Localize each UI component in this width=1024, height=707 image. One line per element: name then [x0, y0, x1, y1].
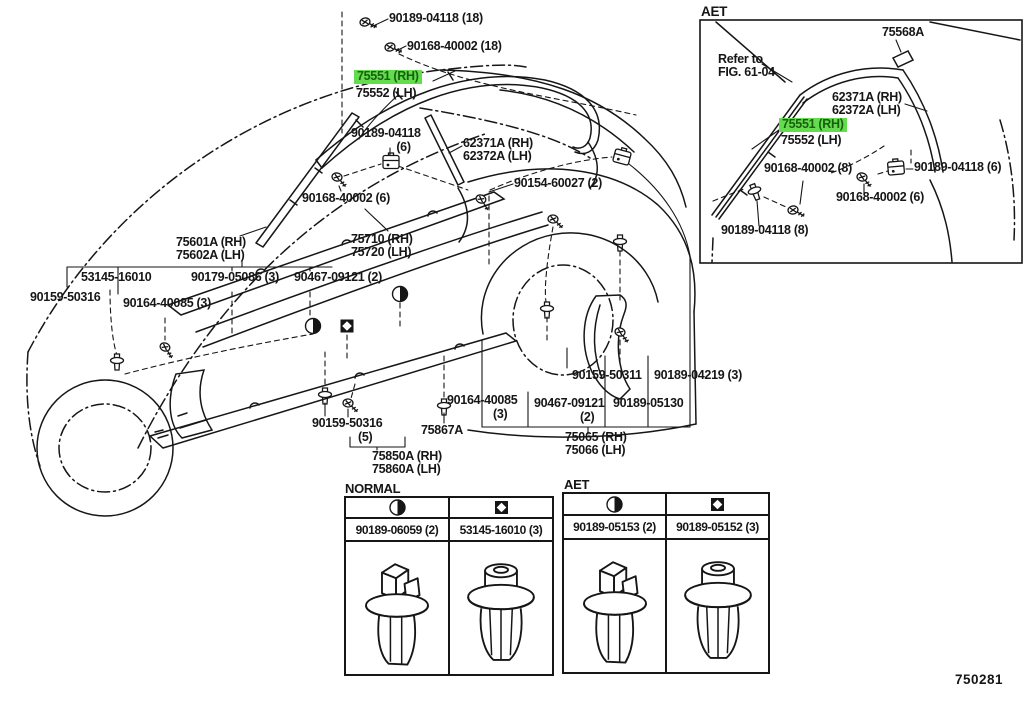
callout-90189-04219-3: 90189-04219 (3)	[654, 368, 742, 382]
callout-90189-05130: 90189-05130	[613, 396, 684, 410]
half-circle-icon	[564, 494, 665, 514]
part-number-cell: 90189-06059 (2)	[355, 522, 439, 537]
callout-90467-09121-2: 90467-09121 (2)	[294, 270, 382, 284]
anchor-clip-drawing	[564, 540, 665, 672]
inset-callout-90168-40002-6: 90168-40002 (6)	[836, 190, 924, 204]
callout-75710-rh: 75710 (RH)	[351, 232, 413, 246]
callout-53145-16010: 53145-16010	[81, 270, 152, 284]
callout-90164-40085-3b: 90164-40085(3)	[447, 393, 518, 421]
anchor-clip-drawing	[346, 542, 448, 674]
dashed-leader-lines	[109, 11, 637, 403]
aet-inset-title: AET	[701, 4, 732, 19]
part-number-cell: 53145-16010 (3)	[448, 519, 552, 540]
inset-callout-75568a: 75568A	[882, 25, 924, 39]
moulding-strips	[148, 71, 600, 449]
callout-90168-40002-18: 90168-40002 (18)	[407, 39, 502, 53]
callout-90467-09121-2b: 90467-09121(2)	[534, 396, 605, 424]
callout-75601a-rh: 75601A (RH)	[176, 235, 246, 249]
callout-90159-50316-5: 90159-50316(5)	[312, 416, 383, 444]
callout-75552-lh: 75552 (LH)	[356, 86, 417, 100]
callout-75867a: 75867A	[421, 423, 463, 437]
inset-callout-90189-04118-6: 90189-04118 (6)	[914, 160, 1002, 174]
square-clip-icon	[665, 494, 768, 515]
callout-75602a-lh: 75602A (LH)	[176, 248, 245, 262]
normal-clip-table: 90189-06059 (2) 53145-16010 (3)	[344, 496, 554, 676]
callout-90159-50316: 90159-50316	[30, 290, 101, 304]
aet-table-title: AET	[564, 477, 590, 492]
inset-highlighted-part-75551-rh[interactable]: 75551 (RH)	[779, 117, 847, 132]
figure-number: 750281	[955, 672, 1004, 687]
square-clip-icon	[448, 498, 552, 518]
part-number-cell: 90189-05152 (3)	[665, 516, 768, 538]
inset-note-fig-61-04: FIG. 61-04	[718, 65, 775, 79]
inset-callout-90189-04118-8: 90189-04118 (8)	[721, 223, 809, 237]
inset-callout-62371a-rh: 62371A (RH)	[832, 90, 902, 104]
callout-90189-04118-18: 90189-04118 (18)	[389, 11, 483, 25]
normal-table-title: NORMAL	[345, 481, 401, 496]
part-number-cell: 90189-05153 (2)	[573, 520, 656, 535]
callout-90168-40002-6: 90168-40002 (6)	[302, 191, 390, 205]
inset-callout-62372a-lh: 62372A (LH)	[832, 103, 901, 117]
inset-callout-90168-40002-8: 90168-40002 (8)	[764, 161, 852, 175]
callout-75850a-rh: 75850A (RH)	[372, 449, 442, 463]
callout-75066-lh: 75066 (LH)	[565, 443, 626, 457]
aet-inset-art	[699, 19, 1023, 264]
callout-90189-04118-6: 90189-04118(6)	[351, 126, 421, 154]
callout-90154-60027-2: 90154-60027 (2)	[514, 176, 602, 190]
callout-62372a-lh: 62372A (LH)	[463, 149, 532, 163]
leader-lines	[66, 18, 691, 451]
callout-75065-rh: 75065 (RH)	[565, 430, 627, 444]
callout-75720-lh: 75720 (LH)	[351, 245, 412, 259]
highlighted-part-75551-rh[interactable]: 75551 (RH)	[354, 69, 422, 84]
inset-note-refer-to: Refer to	[718, 52, 763, 66]
inset-callout-75552-lh: 75552 (LH)	[781, 133, 842, 147]
callout-90179-05086-3: 90179-05086 (3)	[191, 270, 279, 284]
grommet-clip-drawing	[448, 542, 552, 674]
grommet-clip-drawing	[665, 540, 768, 672]
callout-90159-50311: 90159-50311	[572, 368, 642, 382]
callout-75860a-lh: 75860A (LH)	[372, 462, 441, 476]
aet-clip-table: 90189-05153 (2) 90189-05152 (3)	[562, 492, 770, 674]
car-body-lines	[36, 69, 697, 517]
clip-marker-symbols	[304, 285, 409, 335]
callout-90164-40085-3: 90164-40085 (3)	[123, 296, 211, 310]
callout-62371a-rh: 62371A (RH)	[463, 136, 533, 150]
half-circle-icon	[346, 498, 448, 517]
